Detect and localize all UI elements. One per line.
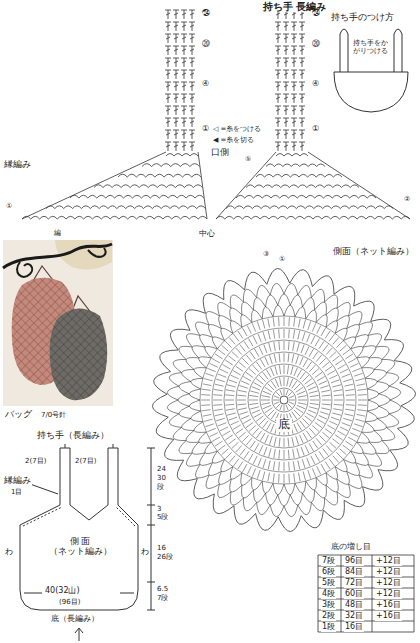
label-text: 縁編み	[3, 476, 32, 486]
bag-schematic	[20, 444, 155, 641]
table-grid	[318, 555, 414, 632]
label-text: 24	[156, 466, 167, 474]
node-text: 底	[276, 418, 292, 432]
sketch-bag	[334, 72, 408, 112]
handle-strip	[60, 448, 118, 505]
label-text: 持ち手をかがりつける	[352, 40, 392, 55]
label-text: ③	[262, 251, 270, 259]
table-cell: +16目	[375, 612, 402, 621]
stitch-symbols	[22, 10, 416, 532]
grey-bag-net	[50, 308, 108, 400]
sketch-handle	[394, 29, 402, 72]
center-ring	[280, 396, 288, 404]
node-text: （ネット編み）	[22, 546, 138, 556]
node-text: 側 面	[22, 536, 138, 546]
table-cell: 2段	[321, 612, 336, 621]
bag-photo	[3, 240, 113, 406]
label-text: 2(7目)	[74, 458, 97, 466]
table-cell: 7段	[321, 557, 336, 566]
label-text: 持ち手（長編み）	[36, 431, 110, 441]
label-text: ①	[311, 125, 320, 134]
label-text: ⑤	[244, 156, 252, 164]
table-cell: +12目	[375, 568, 402, 577]
label-text: ④	[201, 80, 210, 89]
attach-sketch	[334, 29, 408, 112]
table-cell: 96目	[344, 557, 364, 566]
table-cell: +12目	[375, 590, 402, 599]
label-text: わ	[140, 548, 150, 557]
label-text: ◁ =糸をつける	[212, 126, 262, 134]
table-cell: 3段	[321, 601, 336, 610]
label-text: 40(32山)	[44, 587, 81, 596]
photo-ground	[3, 240, 113, 406]
iron-curl	[88, 248, 106, 257]
dimension-line	[147, 448, 155, 610]
table-cell: 4段	[321, 590, 336, 599]
round-line	[200, 316, 368, 484]
label-text: 2(7目)	[24, 458, 47, 466]
label-text: バッグ	[4, 410, 33, 420]
label-text: 6.5	[156, 586, 169, 594]
double-crochet-tick	[201, 317, 367, 483]
table-cell: 1段	[321, 623, 336, 632]
label-text: 7/0号針	[40, 412, 67, 420]
table-cell: 72目	[344, 579, 364, 588]
label-text: 26段	[156, 554, 174, 562]
label-text: 縁編み	[3, 160, 32, 170]
label-text: 底の増し目	[330, 543, 372, 552]
label-text: 中心	[198, 230, 216, 239]
iron-curl	[17, 262, 32, 277]
label-text: わ	[4, 548, 14, 557]
table-cell: 48目	[344, 601, 364, 610]
table-cell: 16目	[344, 623, 364, 632]
label-text: ①	[278, 256, 286, 264]
label-text: 段	[156, 484, 165, 492]
label-text: ④	[311, 80, 320, 89]
bag-outline	[20, 505, 138, 610]
table-cell: 84目	[344, 568, 364, 577]
edging-fan	[22, 152, 410, 219]
table-cell: +16目	[375, 601, 402, 610]
label-text: ②	[403, 196, 411, 204]
up-arrow	[75, 628, 83, 641]
sketch-handle	[340, 29, 348, 72]
double-crochet-symbol	[165, 10, 305, 151]
table-cell: +12目	[375, 557, 402, 566]
label-text: 持ち手のつけ方	[330, 13, 395, 23]
label-text: (96目)	[58, 599, 81, 607]
label-text: ⑳	[201, 40, 211, 49]
leader-line	[65, 444, 113, 448]
table-cell: 6段	[321, 568, 336, 577]
label-text: 側面（ネット編み）	[332, 247, 415, 257]
side-body-panel: 側 面（ネット編み）	[22, 524, 138, 582]
increase-table	[318, 555, 414, 632]
round-line	[248, 364, 320, 436]
label-text: 30	[156, 475, 167, 483]
label-text: ㉔	[311, 10, 321, 19]
table-cell: +12目	[375, 579, 402, 588]
table-cell: 60目	[344, 590, 364, 599]
label-text: 1目	[10, 489, 23, 497]
grey-bag	[50, 308, 108, 400]
label-text: ◀ =糸を切る	[212, 137, 255, 145]
scallop-edge	[152, 268, 415, 531]
label-text: 編	[53, 230, 62, 238]
bottom-chart-circle: 底	[152, 268, 416, 532]
label-text: 16	[156, 545, 167, 553]
table-cell: 5段	[321, 579, 336, 588]
table-cell: 32目	[344, 612, 364, 621]
leader-line	[30, 484, 58, 494]
label-text: 3	[156, 506, 162, 514]
net-chain	[167, 283, 400, 516]
label-text: ①	[201, 125, 210, 134]
label-text: ⑳	[311, 40, 321, 49]
label-text: 5段	[156, 514, 169, 522]
label-text: ㉔	[201, 10, 211, 19]
label-text: 底（長編み）	[50, 615, 100, 624]
label-text: ①	[5, 203, 13, 211]
label-text: 口側	[210, 148, 230, 158]
edging-line	[23, 507, 135, 526]
label-text: 7段	[156, 595, 169, 603]
